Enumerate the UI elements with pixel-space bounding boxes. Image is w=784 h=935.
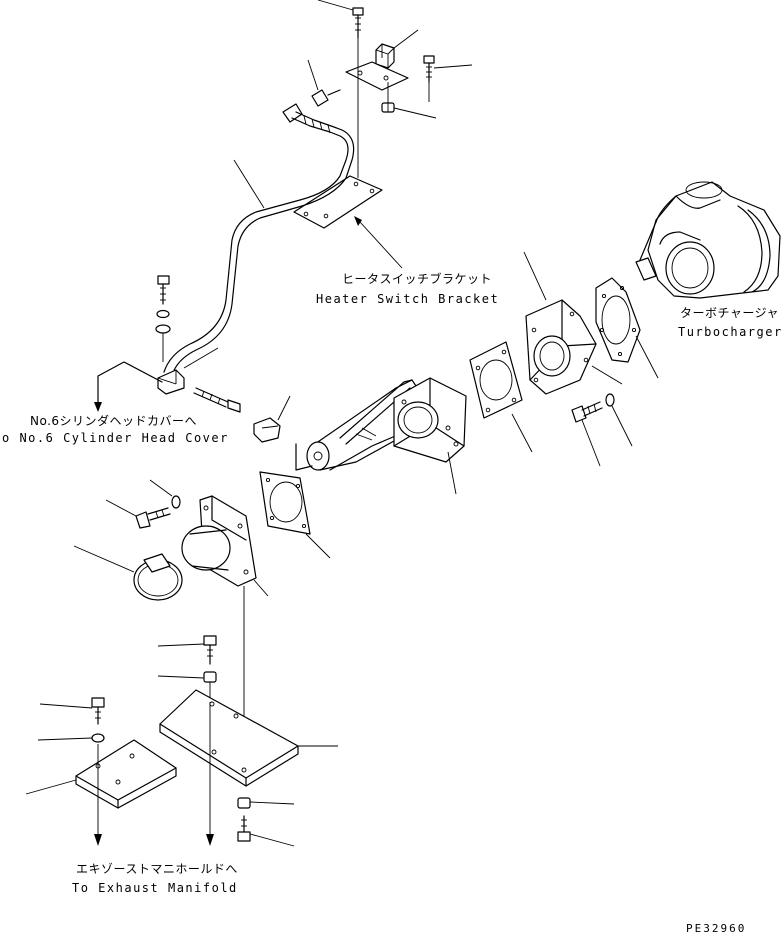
cylinder-cover-arrow — [97, 361, 163, 409]
leader-line — [305, 533, 331, 559]
sensor — [311, 89, 341, 107]
leader-line — [359, 221, 403, 269]
heater-switch-bracket-plate — [293, 175, 383, 229]
sensor-tube — [163, 103, 355, 377]
leader-line — [523, 251, 547, 301]
left-lock-washer — [156, 309, 170, 319]
tube-connector — [193, 387, 281, 443]
tube-clamp — [157, 369, 185, 395]
lower-bolt-1 — [135, 507, 171, 529]
center-line — [591, 365, 623, 385]
bracket-line — [295, 443, 313, 471]
lower-washer — [171, 495, 181, 509]
top-bolt-2 — [423, 55, 435, 83]
elbow-flange — [393, 377, 467, 463]
leader-line — [393, 29, 419, 49]
leader-line — [157, 643, 205, 647]
leader-line — [149, 479, 173, 497]
turbocharger-label-en: Turbocharger — [678, 325, 783, 339]
turbo-washer — [605, 393, 615, 407]
cylinder-cover-label-jp: No.6シリンダヘッドカバーへ — [30, 414, 198, 428]
lower-left-washer — [91, 733, 105, 743]
left-bolt — [157, 275, 170, 305]
switch-plate — [345, 61, 409, 91]
leader-line — [581, 419, 601, 467]
exhaust-manifold-label-en: To Exhaust Manifold — [72, 881, 238, 895]
leader-line — [611, 405, 633, 447]
gasket-1 — [469, 341, 523, 419]
leader-line — [447, 451, 457, 495]
turbo-bolt — [571, 401, 603, 423]
exhaust-manifold-label-jp: エキゾーストマニホールドへ — [76, 862, 238, 876]
leader-line — [253, 579, 269, 597]
leader-line — [317, 0, 354, 11]
turbocharger — [635, 181, 781, 299]
leader-line — [307, 59, 319, 91]
gasket-2 — [259, 471, 311, 535]
turbocharger-label-jp: ターボチャージャ — [680, 306, 780, 320]
leader-line — [635, 335, 659, 379]
heater-switch-bracket-label-jp: ヒータスイッチブラケット — [342, 272, 493, 286]
top-nut — [381, 102, 395, 113]
leader-line — [183, 347, 219, 369]
leader-arrowhead — [354, 216, 362, 226]
leader-line — [511, 413, 533, 453]
arrowhead — [94, 402, 102, 412]
lower-left-bolt — [91, 697, 105, 725]
arrowhead — [94, 834, 102, 846]
plate-nut — [203, 671, 217, 683]
drawing-code: PE32960 — [686, 922, 747, 935]
plate-bolt — [203, 635, 217, 665]
turbo-adapter — [525, 299, 597, 395]
leader-line — [277, 395, 291, 421]
hose-clamp — [133, 553, 183, 601]
leader-line — [25, 779, 77, 795]
leader-line — [157, 675, 205, 679]
turbo-gasket — [595, 277, 641, 363]
leader-line — [249, 833, 295, 847]
leader-line — [37, 737, 93, 741]
under-nut — [237, 797, 251, 809]
heater-switch-bracket-label-en: Heater Switch Bracket — [316, 292, 500, 306]
arrowhead — [206, 834, 214, 846]
leader-line — [105, 499, 137, 517]
leader-line — [73, 545, 135, 573]
leader-line — [249, 801, 295, 805]
leader-line — [393, 107, 437, 119]
mounting-plate — [159, 689, 299, 787]
top-bolt-1 — [352, 7, 364, 39]
small-plate — [75, 739, 177, 809]
under-bolt — [237, 815, 251, 842]
leader-line — [433, 64, 473, 69]
leader-line — [233, 159, 265, 209]
lower-flange-pipe — [181, 495, 257, 587]
cylinder-cover-label-en: o No.6 Cylinder Head Cover — [2, 431, 229, 445]
leader-line — [39, 703, 93, 709]
left-flat-washer — [155, 324, 171, 334]
